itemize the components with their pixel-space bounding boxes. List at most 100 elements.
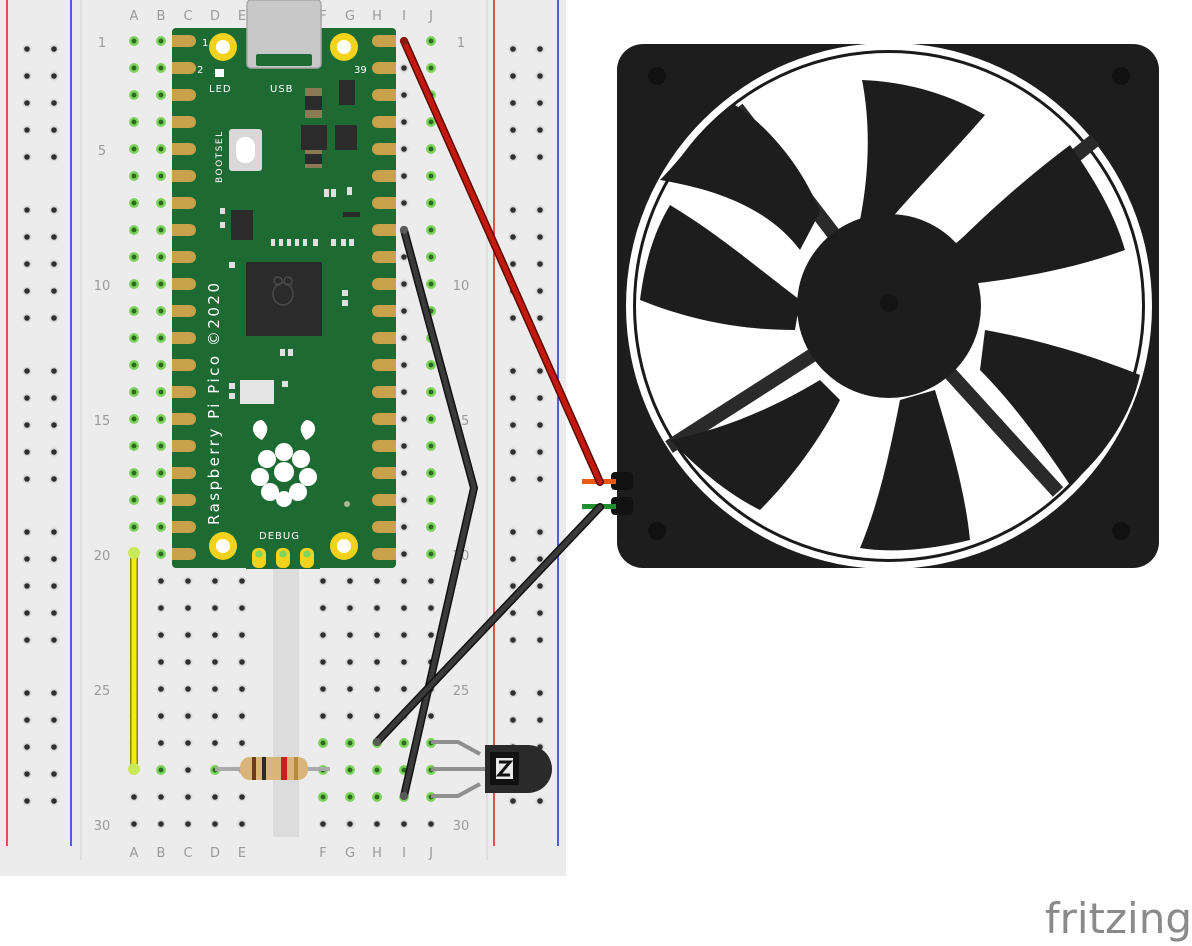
power-rail-hole-center [24, 100, 30, 106]
pico-pad-left [172, 440, 196, 452]
power-rail-hole-center [24, 583, 30, 589]
breadboard-hole-center [131, 524, 137, 530]
power-rail-hole-center [537, 234, 543, 240]
svg-text:B: B [157, 846, 166, 861]
power-rail-hole-center [537, 207, 543, 213]
breadboard-hole-center [320, 632, 326, 638]
breadboard-hole-center [320, 821, 326, 827]
breadboard-hole-center [212, 740, 218, 746]
power-rail-hole-center [24, 234, 30, 240]
power-rail-hole-center [510, 583, 516, 589]
power-rail-hole-center [510, 127, 516, 133]
breadboard-hole-center [428, 632, 434, 638]
breadboard-hole-center [401, 416, 407, 422]
breadboard-hole-center [428, 443, 434, 449]
svg-text:E: E [238, 846, 246, 861]
breadboard-hole-center [185, 767, 191, 773]
pico-pad-right [372, 494, 396, 506]
svg-text:30: 30 [94, 819, 111, 834]
power-rail-hole-center [51, 717, 57, 723]
power-rail-hole-center [51, 449, 57, 455]
rp2040-chip [246, 262, 322, 336]
power-rail-hole-center [24, 529, 30, 535]
pico-pad-right [372, 224, 396, 236]
breadboard-hole-center [428, 173, 434, 179]
power-rail-hole-center [537, 690, 543, 696]
breadboard-hole-center [320, 578, 326, 584]
breadboard-hole-center [131, 443, 137, 449]
led [215, 69, 224, 77]
pico-pad-right [372, 413, 396, 425]
svg-text:25: 25 [94, 684, 111, 699]
wire-red-vcc [401, 38, 603, 485]
breadboard-hole-center [131, 227, 137, 233]
breadboard-hole-center [239, 794, 245, 800]
breadboard-hole-center [401, 65, 407, 71]
breadboard-hole-center [212, 794, 218, 800]
resistor-body [240, 757, 308, 780]
breadboard-hole-center [131, 281, 137, 287]
breadboard-hole-center [239, 605, 245, 611]
breadboard-hole-center [158, 254, 164, 260]
power-rail-hole-center [537, 422, 543, 428]
pico-pad-left [172, 278, 196, 290]
power-rail-hole-center [510, 798, 516, 804]
pico-pad-left [172, 359, 196, 371]
power-rail-hole-center [24, 127, 30, 133]
breadboard-hole-center [158, 659, 164, 665]
power-rail-hole-center [24, 690, 30, 696]
power-rail-hole-center [537, 368, 543, 374]
power-rail-hole-center [510, 476, 516, 482]
power-rail-hole-center [510, 610, 516, 616]
breadboard-hole-center [239, 578, 245, 584]
breadboard-hole-center [239, 821, 245, 827]
breadboard-hole-center [131, 335, 137, 341]
breadboard-hole-center [131, 821, 137, 827]
breadboard-hole-center [158, 416, 164, 422]
svg-text:J: J [428, 846, 433, 861]
power-rail-hole-center [51, 529, 57, 535]
power-rail-hole-center [51, 127, 57, 133]
raspberry-pi-pico: 1 2 39 LED USB BOOTSEL Raspberry Pi Pico… [172, 0, 396, 569]
transistor-lead-top [431, 740, 481, 756]
power-rail-hole-center [24, 261, 30, 267]
breadboard-hole-center [131, 92, 137, 98]
power-rail-hole-center [24, 556, 30, 562]
power-rail-hole-center [510, 556, 516, 562]
breadboard-hole-center [131, 38, 137, 44]
power-rail-hole-center [51, 100, 57, 106]
row-numbers-left: 1 5 10 15 20 25 30 [94, 36, 111, 834]
power-rail-hole-center [51, 583, 57, 589]
breadboard-hole-center [131, 254, 137, 260]
breadboard-hole-center [401, 92, 407, 98]
pin1-label: 1 [202, 38, 208, 49]
pico-pad-right [372, 521, 396, 533]
pico-pad-left [172, 35, 196, 47]
fan-blades [640, 80, 1140, 551]
power-rail-hole-center [24, 73, 30, 79]
svg-text:A: A [130, 9, 139, 24]
power-rail-hole-center [537, 556, 543, 562]
power-rail-hole-center [51, 771, 57, 777]
power-rail-hole-center [51, 207, 57, 213]
breadboard-hole-center [158, 632, 164, 638]
breadboard-hole-center [401, 524, 407, 530]
breadboard-hole-center [158, 281, 164, 287]
breadboard-hole-center [158, 524, 164, 530]
svg-text:30: 30 [453, 819, 470, 834]
power-rail-hole-center [537, 529, 543, 535]
power-rail-hole-center [51, 476, 57, 482]
breadboard-hole-center [374, 632, 380, 638]
breadboard-hole-center [185, 821, 191, 827]
breadboard-hole-center [239, 740, 245, 746]
breadboard-hole-center [239, 686, 245, 692]
breadboard-hole-center [185, 713, 191, 719]
power-rail-hole-center [51, 798, 57, 804]
pico-pad-left [172, 89, 196, 101]
breadboard-hole-center [158, 551, 164, 557]
power-rail-hole-center [24, 449, 30, 455]
svg-text:D: D [210, 9, 220, 24]
breadboard-hole-center [131, 200, 137, 206]
breadboard-hole-center [158, 362, 164, 368]
